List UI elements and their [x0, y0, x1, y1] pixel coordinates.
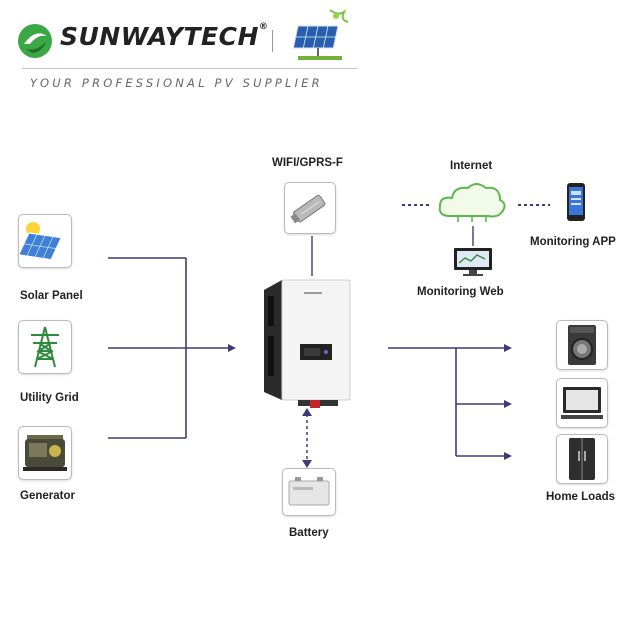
tagline: YOUR PROFESSIONAL PV SUPPLIER [30, 76, 323, 90]
utility-grid-node [18, 320, 72, 374]
header-underline [22, 68, 358, 69]
solar-panel-label: Solar Panel [20, 290, 83, 302]
arrow-to-washer [504, 344, 512, 352]
home-loads-label: Home Loads [546, 491, 616, 503]
generator-node [18, 426, 72, 480]
inverter-icon [264, 279, 351, 408]
washer-node [556, 320, 608, 370]
washing-machine-icon [568, 325, 596, 365]
brand-logo-icon [16, 22, 54, 60]
cloud-icon [438, 183, 506, 222]
monitoring-app-node [566, 182, 586, 222]
generator-label: Generator [20, 490, 75, 502]
smartphone-icon [567, 183, 585, 221]
wifi-label: WIFI/GPRS-F [272, 157, 343, 169]
monitoring-app-label: Monitoring APP [530, 236, 616, 248]
generator-icon [23, 435, 67, 471]
wifi-node [284, 182, 336, 234]
monitoring-web-label: Monitoring Web [417, 286, 504, 298]
arrow-battery-up [302, 408, 312, 416]
battery-icon [288, 477, 330, 506]
wifi-dongle-icon [290, 194, 326, 224]
arrow-battery-down [302, 460, 312, 468]
battery-node [282, 468, 336, 516]
monitor-icon [454, 248, 492, 276]
computer-icon [561, 387, 603, 419]
arrow-to-pc [504, 400, 512, 408]
solar-header-icon [292, 6, 350, 62]
internet-node [436, 178, 508, 224]
solar-panel-node [18, 214, 72, 268]
brand-name: SUNWAYTECH® [60, 22, 269, 51]
battery-label: Battery [289, 527, 329, 539]
computer-node [556, 378, 608, 428]
utility-grid-label: Utility Grid [20, 392, 79, 404]
monitoring-web-node [450, 246, 496, 278]
arrow-to-inverter [228, 344, 236, 352]
header-divider [272, 30, 273, 52]
refrigerator-node [556, 434, 608, 484]
arrow-to-fridge [504, 452, 512, 460]
hybrid-inverter [258, 276, 356, 410]
utility-tower-icon [31, 326, 59, 368]
internet-label: Internet [450, 160, 493, 172]
solar-panel-icon [18, 222, 62, 261]
refrigerator-icon [569, 438, 595, 480]
